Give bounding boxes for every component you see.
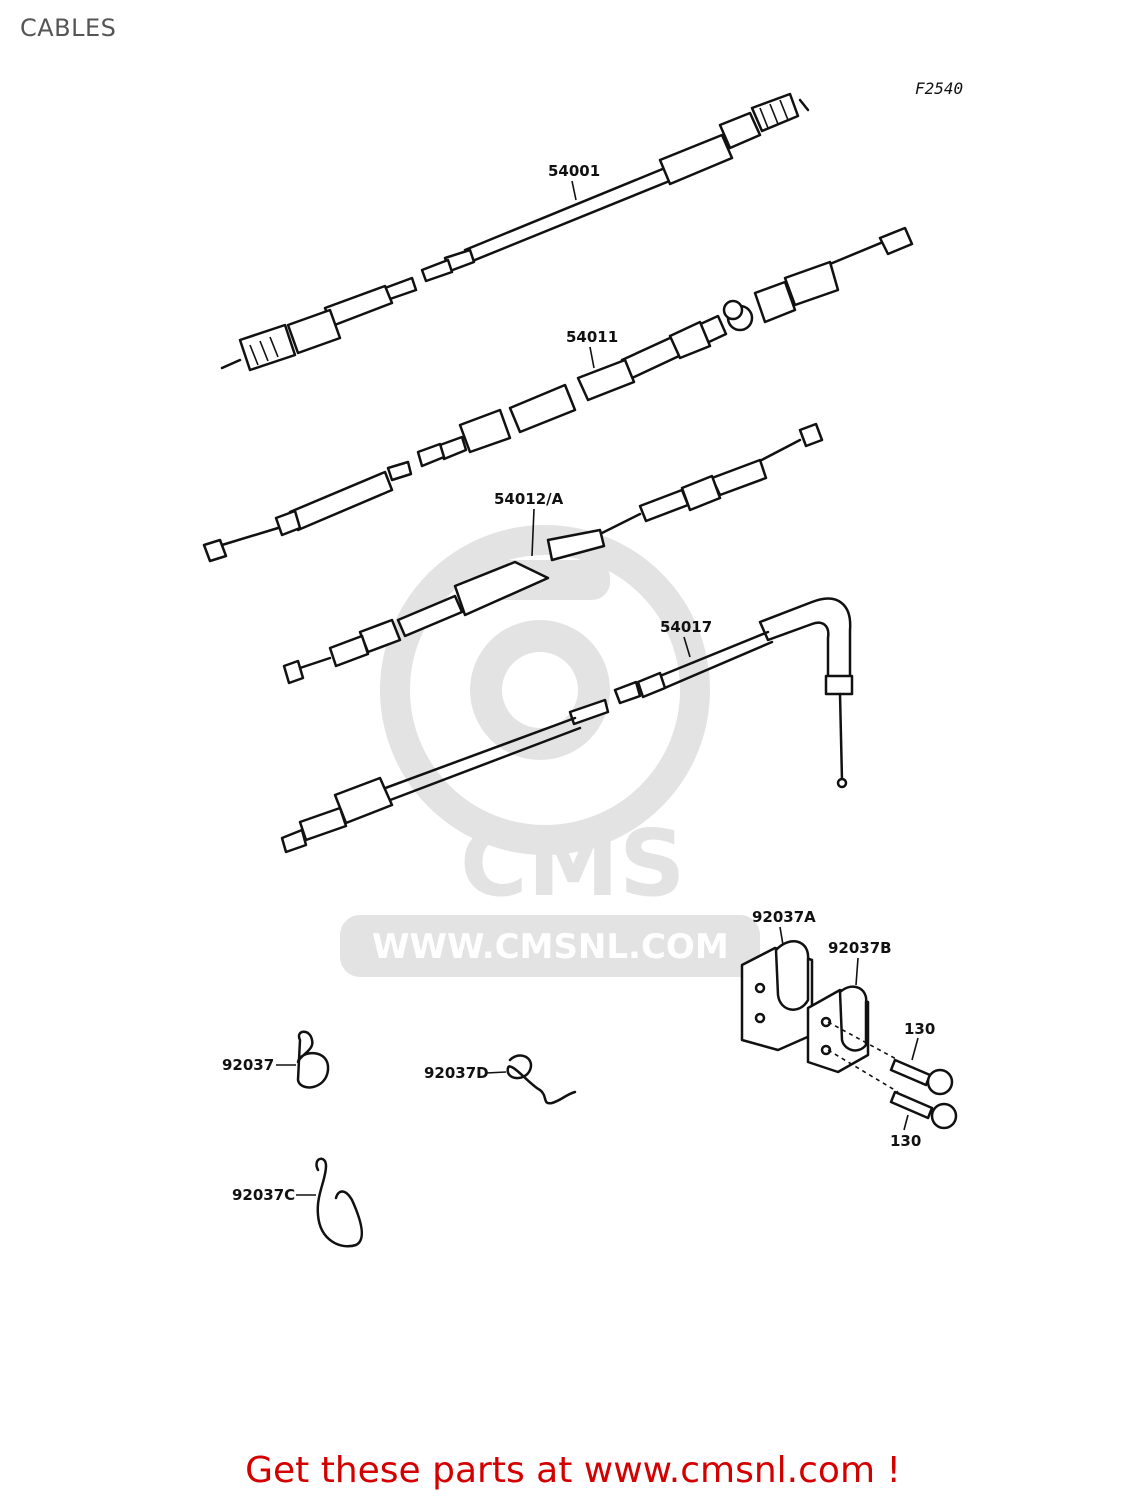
clip-92037D: [506, 1054, 577, 1105]
bracket-92037A: [740, 940, 814, 1052]
cable-54012A: [282, 422, 824, 685]
watermark-logo: CMS: [460, 810, 685, 917]
exploded-parts-diagram: CMS WWW.CMSNL.COM F2540 54001: [202, 79, 963, 1248]
part-label-92037C: 92037C: [232, 1186, 295, 1204]
bracket-92037B: [806, 985, 870, 1074]
part-label-92037A: 92037A: [752, 908, 816, 926]
part-label-92037B: 92037B: [828, 939, 892, 957]
clamp-92037: [296, 1030, 330, 1089]
part-label-130-top: 130: [904, 1020, 935, 1038]
cable-54001: [220, 92, 810, 372]
part-label-130-bottom: 130: [890, 1132, 921, 1150]
part-label-92037D: 92037D: [424, 1064, 489, 1082]
cable-54017: [280, 597, 854, 854]
part-label-92037: 92037: [222, 1056, 274, 1074]
part-label-54011: 54011: [566, 328, 618, 346]
bolt-130-top: [827, 1021, 954, 1096]
figure-code: F2540: [915, 79, 963, 98]
footer-link[interactable]: Get these parts at www.cmsnl.com !: [245, 1450, 901, 1491]
bolt-130-bottom: [827, 1049, 958, 1130]
watermark-url: WWW.CMSNL.COM: [372, 927, 729, 967]
cable-54011: [202, 226, 914, 563]
part-label-54012A: 54012/A: [494, 490, 564, 508]
part-label-54001: 54001: [548, 162, 600, 180]
page-title: CABLES: [20, 14, 117, 42]
cms-watermark: CMS WWW.CMSNL.COM: [340, 525, 760, 977]
part-label-54017: 54017: [660, 618, 712, 636]
clip-92037C: [315, 1157, 364, 1248]
